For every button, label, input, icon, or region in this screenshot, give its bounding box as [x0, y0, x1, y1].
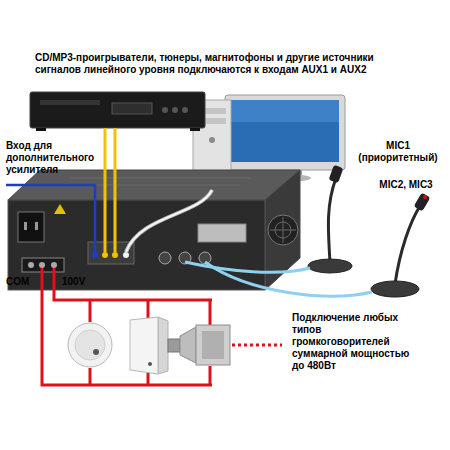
mic-base [308, 259, 352, 273]
speaker-rim [68, 323, 112, 367]
horn-mouth [196, 325, 230, 365]
mic-head [329, 165, 344, 183]
cd-button [182, 107, 188, 113]
speaker-front [130, 317, 158, 374]
com-wire [42, 268, 212, 385]
terminal-label: 100V [62, 276, 102, 288]
cd-display [112, 103, 152, 114]
jack [123, 252, 129, 258]
terminal-screw [28, 262, 34, 268]
cd-body [30, 92, 205, 128]
drop-wire [89, 300, 92, 322]
terminal-screw [51, 262, 57, 268]
ceiling-speaker [68, 323, 112, 367]
socket-pin [24, 222, 27, 230]
terminal-label: COM [6, 276, 36, 288]
jack [112, 252, 118, 258]
tower-button [209, 137, 215, 143]
dotted-continuation [232, 344, 282, 347]
cd-foot [190, 128, 200, 131]
drop-wire [209, 366, 212, 385]
monitor [225, 95, 345, 182]
horn-throat [180, 327, 196, 363]
speaker-logo [93, 349, 99, 355]
wall-speaker [130, 317, 168, 374]
mic-base [371, 281, 419, 297]
fan-grille [283, 217, 284, 243]
line-wire [54, 268, 212, 300]
amp-fan [268, 215, 298, 245]
cd-foot [36, 128, 46, 131]
amp-input-note: Вход для дополнительного усилителя [6, 140, 106, 176]
horn-inner [202, 331, 224, 359]
cd-button [162, 107, 168, 113]
horn-driver [168, 339, 180, 352]
jack [92, 252, 98, 258]
amp-vent [70, 178, 250, 179]
speaker-side [158, 317, 168, 374]
mic-cable [205, 262, 372, 296]
microphone [371, 193, 430, 297]
fan-grille [275, 222, 291, 238]
drop-wire [147, 372, 150, 385]
drop-wire [147, 300, 150, 318]
speaker-note: Подключение любых типов громкоговорителе… [292, 312, 417, 372]
cd-player [30, 92, 205, 131]
warning-sign [54, 204, 66, 214]
horn-speaker [168, 325, 230, 365]
speaker-line [42, 268, 282, 385]
mic-label: MIC1 (приоритетный) [350, 140, 446, 164]
mic-socket [159, 252, 171, 264]
mic-led [423, 195, 427, 199]
monitor-frame [225, 95, 345, 170]
speaker-logo [148, 362, 152, 366]
drop-wire [209, 300, 212, 325]
model-plate [198, 224, 246, 242]
mic-head [414, 193, 431, 212]
amp-back-panel [8, 200, 265, 290]
cd-tray [40, 100, 100, 105]
mic-cable [185, 262, 310, 272]
socket-pin [35, 222, 38, 230]
mic-neck [395, 206, 420, 284]
power-socket [18, 212, 44, 242]
blue-cable [6, 185, 95, 252]
drop-wire [89, 368, 92, 385]
speaker-grille [75, 330, 105, 360]
mic-neck [328, 178, 336, 262]
white-cable [126, 190, 212, 252]
monitor-screen [231, 100, 339, 162]
terminal-screw [39, 262, 45, 268]
microphone [308, 165, 352, 273]
source-note: CD/MP3-проигрыватели, тюнеры, магнитофон… [35, 52, 415, 76]
cd-button [172, 107, 178, 113]
yellow-cable [104, 128, 107, 252]
mic-label: MIC2, MIC3 [366, 179, 446, 191]
yellow-cable [114, 128, 117, 252]
jack [102, 252, 108, 258]
white-cable-outline [126, 190, 212, 252]
screen-shine [231, 100, 339, 122]
